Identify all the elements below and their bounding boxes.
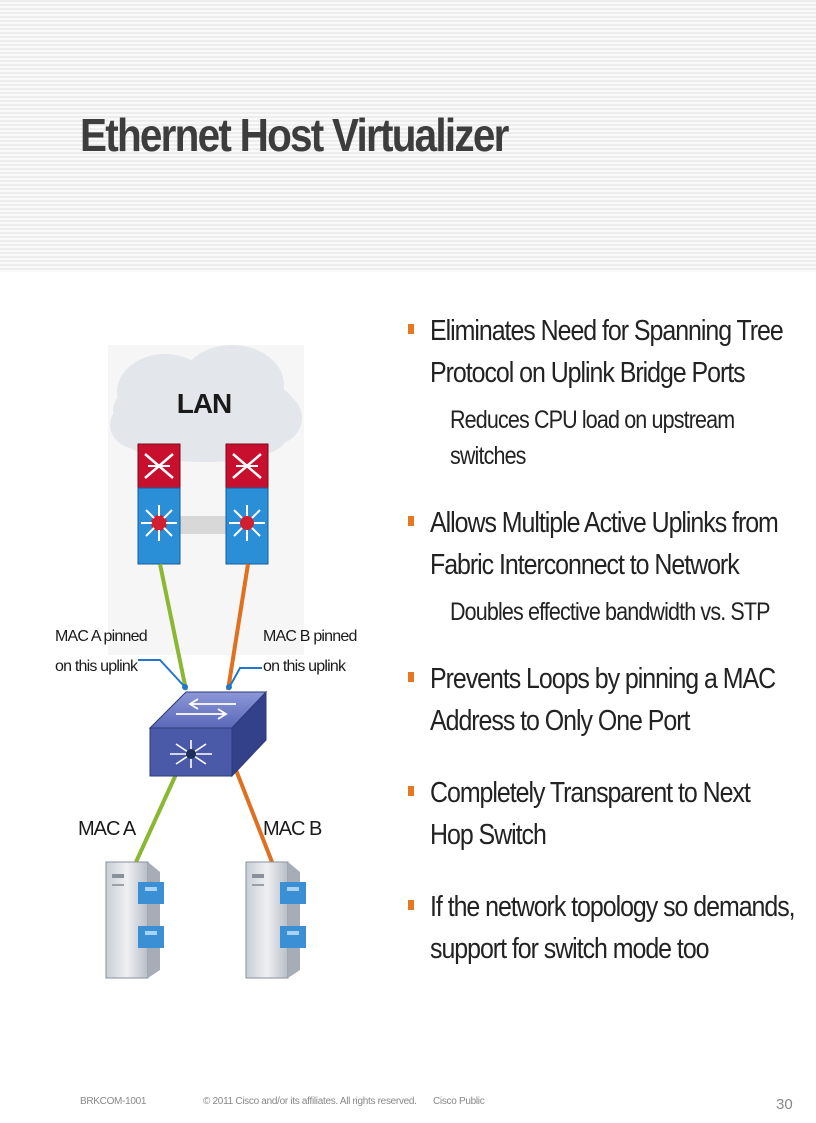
bullet-text: Prevents Loops by pinning a MAC Address … — [408, 658, 808, 742]
bullet-text: Completely Transparent to Next Hop Switc… — [408, 772, 808, 856]
pin-b-label-line1: MAC B pinned — [263, 628, 357, 645]
host-link-b — [234, 769, 274, 863]
bullet-item-5: If the network topology so demands, supp… — [408, 886, 808, 970]
upstream-switch-right — [225, 443, 269, 565]
bullet-list: Eliminates Need for Spanning Tree Protoc… — [408, 310, 808, 970]
bullet-text: Allows Multiple Active Uplinks from Fabr… — [408, 502, 808, 586]
bullet-text: If the network topology so demands, supp… — [408, 886, 808, 970]
footer-classification: Cisco Public — [433, 1096, 485, 1107]
header-band — [0, 0, 816, 272]
bullet-item-2: Allows Multiple Active Uplinks from Fabr… — [408, 502, 808, 630]
pin-a-label-line2: on this uplink — [55, 658, 139, 675]
uplink-b — [226, 563, 250, 691]
footer-copyright: © 2011 Cisco and/or its affiliates. All … — [203, 1096, 417, 1107]
sub-bullet-text: Doubles effective bandwidth vs. STP — [450, 598, 771, 626]
uplink-a — [158, 563, 188, 691]
host-b-label: MAC B — [263, 818, 322, 840]
pin-a-callout — [138, 659, 185, 687]
bullet-marker — [408, 786, 414, 796]
footer-session: BRKCOM-1001 — [80, 1096, 147, 1107]
pin-a-label-line1: MAC A pinned — [55, 628, 147, 645]
bullet-item-3: Prevents Loops by pinning a MAC Address … — [408, 658, 808, 742]
server-b — [245, 861, 306, 979]
switch-interlink — [180, 516, 226, 534]
bullet-item-1: Eliminates Need for Spanning Tree Protoc… — [408, 310, 808, 474]
cloud-label: LAN — [177, 388, 232, 419]
page-number: 30 — [776, 1096, 793, 1113]
bullet-text: Eliminates Need for Spanning Tree Protoc… — [408, 310, 808, 394]
bullet-item-4: Completely Transparent to Next Hop Switc… — [408, 772, 808, 856]
server-a — [105, 861, 164, 979]
pin-b-label-line2: on this uplink — [263, 658, 347, 675]
pin-b-callout — [229, 667, 262, 687]
upstream-switch-left — [137, 443, 181, 565]
host-link-a — [134, 769, 180, 863]
bullet-marker — [408, 324, 414, 334]
fabric-interconnect — [148, 690, 268, 778]
bullet-marker — [408, 516, 414, 526]
bullet-marker — [408, 900, 414, 910]
host-a-label: MAC A — [78, 818, 137, 840]
page-title: Ethernet Host Virtualizer — [80, 109, 509, 161]
bullet-marker — [408, 672, 414, 682]
sub-bullet-text: Reduces CPU load on upstream switches — [450, 406, 735, 470]
